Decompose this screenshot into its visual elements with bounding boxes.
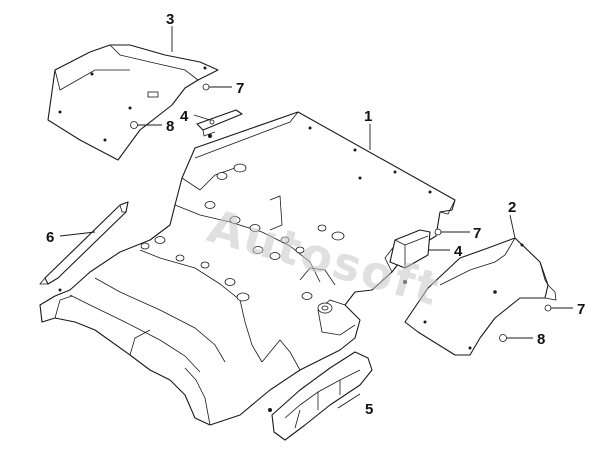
callout-6: 6 bbox=[46, 229, 54, 246]
callout-2: 2 bbox=[508, 199, 516, 216]
part-4-upper-bracket bbox=[196, 109, 243, 138]
callout-4-upper: 4 bbox=[180, 108, 189, 125]
callout-7-top: 7 bbox=[236, 80, 244, 97]
callout-5: 5 bbox=[365, 401, 373, 418]
callout-7-right: 7 bbox=[577, 301, 585, 318]
part-4-lower-bracket bbox=[389, 229, 431, 284]
callout-3: 3 bbox=[166, 11, 174, 28]
callout-8-left: 8 bbox=[166, 118, 174, 135]
part-6-side-rail bbox=[39, 201, 129, 292]
callout-1: 1 bbox=[364, 108, 372, 125]
callout-4-lower: 4 bbox=[454, 243, 463, 260]
part-2-right-heat-shield bbox=[404, 237, 557, 356]
fastener-markers bbox=[130, 83, 552, 342]
leader-lines bbox=[59, 26, 573, 409]
callout-7-middle: 7 bbox=[473, 225, 481, 242]
part-5-rear-shield bbox=[268, 351, 373, 441]
part-3-left-heat-shield bbox=[47, 44, 219, 161]
callout-8-right: 8 bbox=[537, 331, 545, 348]
